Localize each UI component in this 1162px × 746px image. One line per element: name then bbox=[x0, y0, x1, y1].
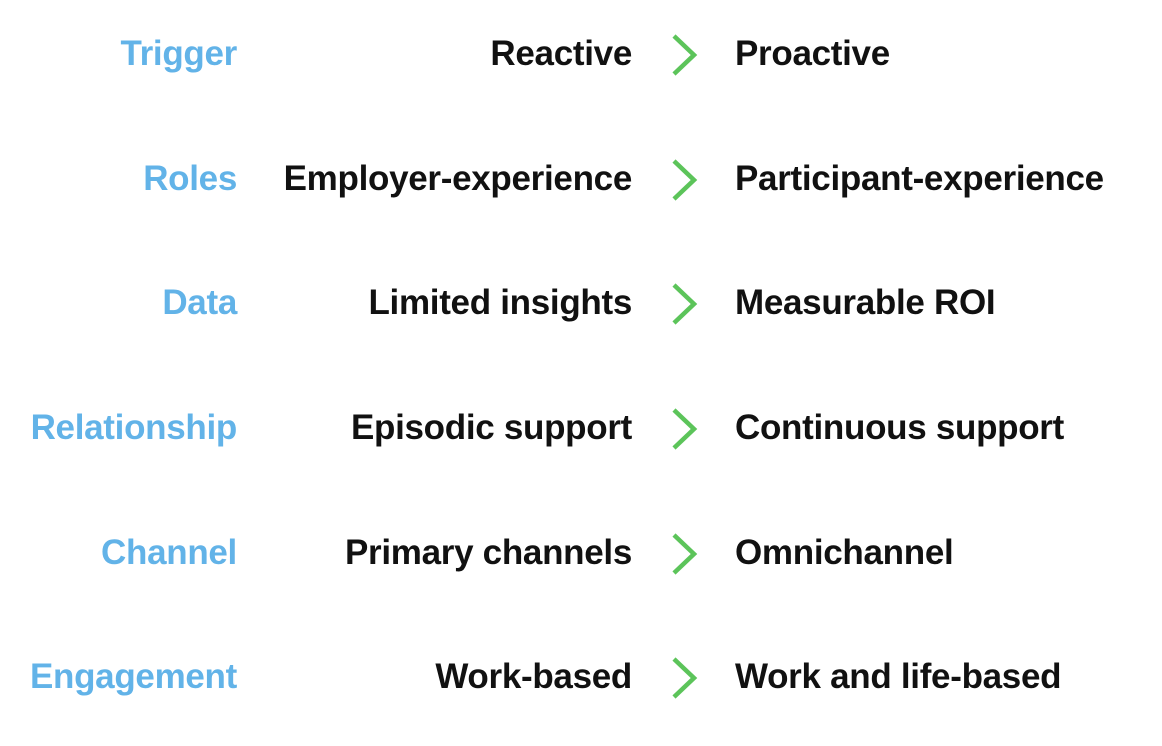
category-label: Data bbox=[162, 283, 237, 322]
chevron-right-icon bbox=[672, 283, 698, 325]
from-label: Reactive bbox=[490, 34, 632, 73]
category-label: Roles bbox=[143, 159, 237, 198]
row-data: Data Limited insights Measurable ROI bbox=[0, 273, 1162, 333]
chevron-right-icon bbox=[672, 533, 698, 575]
from-label: Primary channels bbox=[344, 533, 632, 572]
chevron-right-icon bbox=[672, 408, 698, 450]
row-relationship: Relationship Episodic support Continuous… bbox=[0, 398, 1162, 458]
from-label: Work-based bbox=[435, 657, 632, 696]
to-label: Participant-experience bbox=[735, 159, 1104, 198]
row-roles: Roles Employer-experience Participant-ex… bbox=[0, 149, 1162, 209]
row-channel: Channel Primary channels Omnichannel bbox=[0, 523, 1162, 583]
from-label: Limited insights bbox=[368, 283, 632, 322]
to-label: Continuous support bbox=[735, 408, 1064, 447]
row-engagement: Engagement Work-based Work and life-base… bbox=[0, 647, 1162, 707]
category-label: Trigger bbox=[120, 34, 237, 73]
from-label: Employer-experience bbox=[283, 159, 633, 198]
category-label: Relationship bbox=[30, 408, 238, 447]
from-label: Episodic support bbox=[350, 408, 632, 447]
to-label: Measurable ROI bbox=[735, 283, 996, 322]
to-label: Proactive bbox=[735, 34, 890, 73]
to-label: Omnichannel bbox=[735, 533, 954, 572]
chevron-right-icon bbox=[672, 34, 698, 76]
chevron-right-icon bbox=[672, 657, 698, 699]
row-trigger: Trigger Reactive Proactive bbox=[0, 24, 1162, 84]
chevron-right-icon bbox=[672, 159, 698, 201]
category-label: Channel bbox=[101, 533, 237, 572]
category-label: Engagement bbox=[29, 657, 237, 696]
to-label: Work and life-based bbox=[735, 657, 1062, 696]
